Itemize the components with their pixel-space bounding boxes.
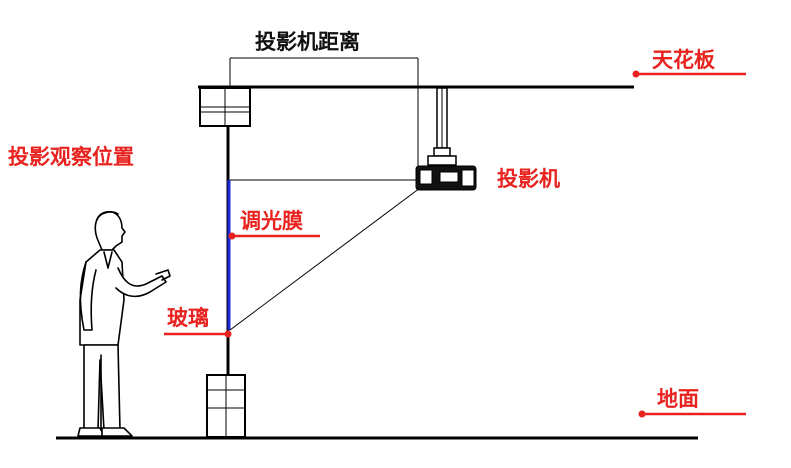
ceiling-label: 天花板 [652,48,715,72]
projector-distance-label: 投影机距离 [255,30,360,54]
film-marker [228,232,236,240]
ceiling-marker [632,70,640,78]
distance-dimension [229,57,419,172]
glass-label: 玻璃 [167,306,209,330]
glass-marker [224,330,232,338]
dimming-film-label: 调光膜 [240,209,303,233]
projector-mount [427,87,457,166]
projector-icon [415,165,477,191]
floor-box [206,374,246,438]
floor-label: 地面 [657,387,699,411]
ceiling-box [199,87,251,127]
person-figure [77,210,171,437]
viewing-position-label: 投影观察位置 [8,145,134,169]
label-markers [164,70,746,418]
projector-label: 投影机 [497,167,560,191]
floor-marker [638,410,646,418]
beam-bottom-line [229,187,421,331]
